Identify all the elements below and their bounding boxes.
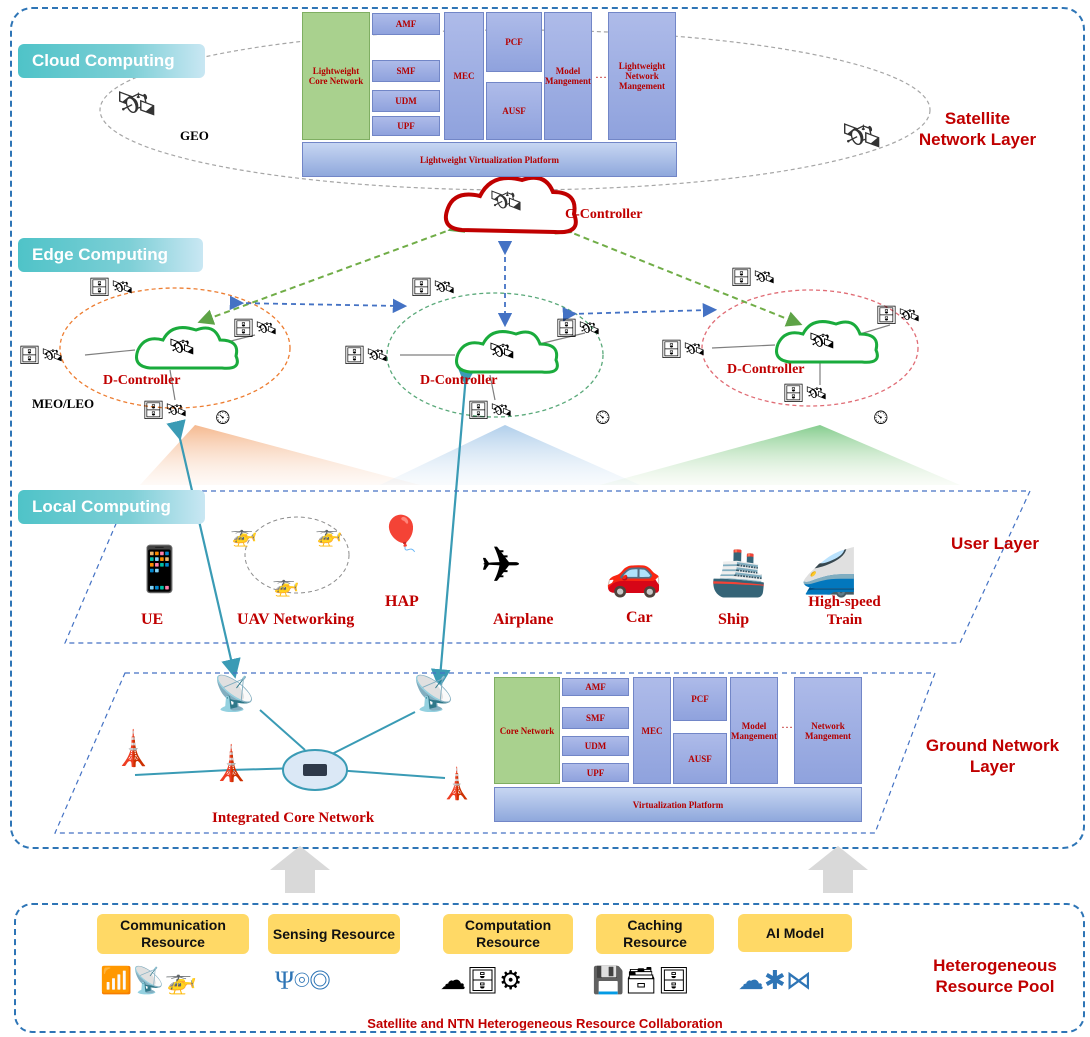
sensing-resource-icons: Ψ⌾◎ [275,966,331,995]
edge-node-icon: 🗄🛰 [142,400,188,420]
edge-node-icon: 🗄🛰 [88,277,134,297]
gauge-icon: ⏲ [873,407,889,429]
layer-satellite-network: Satellite Network Layer [918,109,1037,149]
tag-local-computing: Local Computing [18,490,205,524]
edge-node-icon: 🗄🛰 [875,305,921,325]
amf-block: AMF [562,678,629,696]
ai-model-icons: ☁✱⋈ [738,966,812,995]
ellipsis: … [595,67,607,81]
resource-communication: Communication Resource [97,914,249,954]
gauge-icon: ⏲ [215,407,231,429]
airplane-icon: ✈ [480,537,522,593]
main-frame [10,7,1085,849]
satellite-icon: 🛰 [115,86,159,123]
resource-pool-frame [14,903,1085,1033]
uav-drone-icon: 🚁 [315,522,343,547]
user-label-uav: UAV Networking [237,611,355,628]
meo-leo-label: MEO/LEO [32,396,95,411]
edge-node-icon: 🗄🛰 [18,345,64,365]
smf-block: SMF [372,60,440,82]
caching-resource-icons: 💾🗃🗄 [592,966,691,995]
c-controller-label: C-Controller [565,207,643,222]
footer-caption: Satellite and NTN Heterogeneous Resource… [367,1016,723,1031]
resource-sensing: Sensing Resource [268,914,400,954]
uav-drone-icon: 🚁 [272,572,300,597]
ellipsis: … [781,717,793,731]
car-icon: 🚗 [605,547,663,598]
edge-node-icon: 🗄🛰 [410,277,456,297]
user-label-car: Car [626,609,653,626]
satellite-icon: 🛰 [808,328,836,353]
mec-block: MEC [444,12,484,140]
user-label-train: High-speed Train [808,594,881,628]
edge-node-icon: 🗄🛰 [660,339,706,359]
resource-ai-model: AI Model [738,914,852,952]
smf-block: SMF [562,707,629,729]
edge-node-icon: 🗄🛰 [730,267,776,287]
tag-edge-computing: Edge Computing [18,238,203,272]
pcf-block: PCF [486,12,542,72]
model-management-block: Model Mangement [544,12,592,140]
model-management-block: Model Mangement [730,677,778,784]
integrated-core-network-label: Integrated Core Network [212,810,375,826]
user-label-airplane: Airplane [493,611,554,628]
computation-resource-icons: ☁🗄⚙ [440,966,523,995]
resource-caching: Caching Resource [596,914,714,954]
layer-user: User Layer [951,534,1039,553]
upf-block: UPF [562,763,629,782]
cloud-platform: Lightweight Core Network AMF SMF UDM UPF… [302,12,677,177]
core-network: Core Network [494,677,560,784]
edge-node-icon: 🗄🛰 [555,318,601,338]
layer-ground-network: Ground Network Layer [925,736,1060,776]
d-controller-label: D-Controller [420,373,498,388]
ausf-block: AUSF [486,82,542,140]
cell-tower-icon: 🗼 [210,746,253,783]
upf-block: UPF [372,116,440,136]
edge-node-icon: 🗄🛰 [343,345,389,365]
virtualization-platform: Virtualization Platform [494,787,862,822]
pcf-block: PCF [673,677,727,721]
cell-tower-icon: 🗼 [112,731,155,768]
edge-node-icon: 🗄🛰 [782,383,828,403]
amf-block: AMF [372,13,440,35]
satellite-dish-icon: 📡 [412,676,455,713]
satellite-dish-icon: 📡 [213,676,256,713]
satellite-icon: 🛰 [488,338,516,363]
ausf-block: AUSF [673,733,727,784]
uav-drone-icon: 🚁 [230,522,258,547]
edge-node-icon: 🗄🛰 [467,400,513,420]
airship-icon: 🎈 [380,516,423,553]
satellite-icon: 🛰 [168,334,196,359]
mec-block: MEC [633,677,671,784]
lightweight-core-network: Lightweight Core Network [302,12,370,140]
lightweight-virtualization-platform: Lightweight Virtualization Platform [302,142,677,177]
edge-node-icon: 🗄🛰 [232,318,278,338]
udm-block: UDM [562,736,629,756]
resource-computation: Computation Resource [443,914,573,954]
gauge-icon: ⏲ [595,407,611,429]
geo-label: GEO [180,128,209,143]
cell-tower-icon: 🗼 [438,768,476,801]
d-controller-label: D-Controller [103,373,181,388]
tag-cloud-computing: Cloud Computing [18,44,205,78]
user-label-ship: Ship [718,611,750,628]
layer-heterogeneous-resource-pool: Heterogeneous Resource Pool [933,956,1057,996]
network-management: Network Mangement [794,677,862,784]
smartphone-check-icon: 📱 [132,545,187,594]
ground-platform: Core Network AMF SMF UDM UPF MEC PCF AUS… [494,677,864,822]
ship-icon: 🚢 [710,547,768,598]
udm-block: UDM [372,90,440,112]
satellite-icon: 🛰 [840,118,884,155]
satellite-icon: 🛰 [488,186,524,217]
user-label-hap: HAP [385,593,419,610]
communication-resource-icons: 📶📡🚁 [100,966,198,995]
d-controller-label: D-Controller [727,362,805,377]
lightweight-network-management: Lightweight Network Mangement [608,12,676,140]
high-speed-train-icon: 🚄 [800,547,858,598]
user-label-ue: UE [141,611,164,628]
